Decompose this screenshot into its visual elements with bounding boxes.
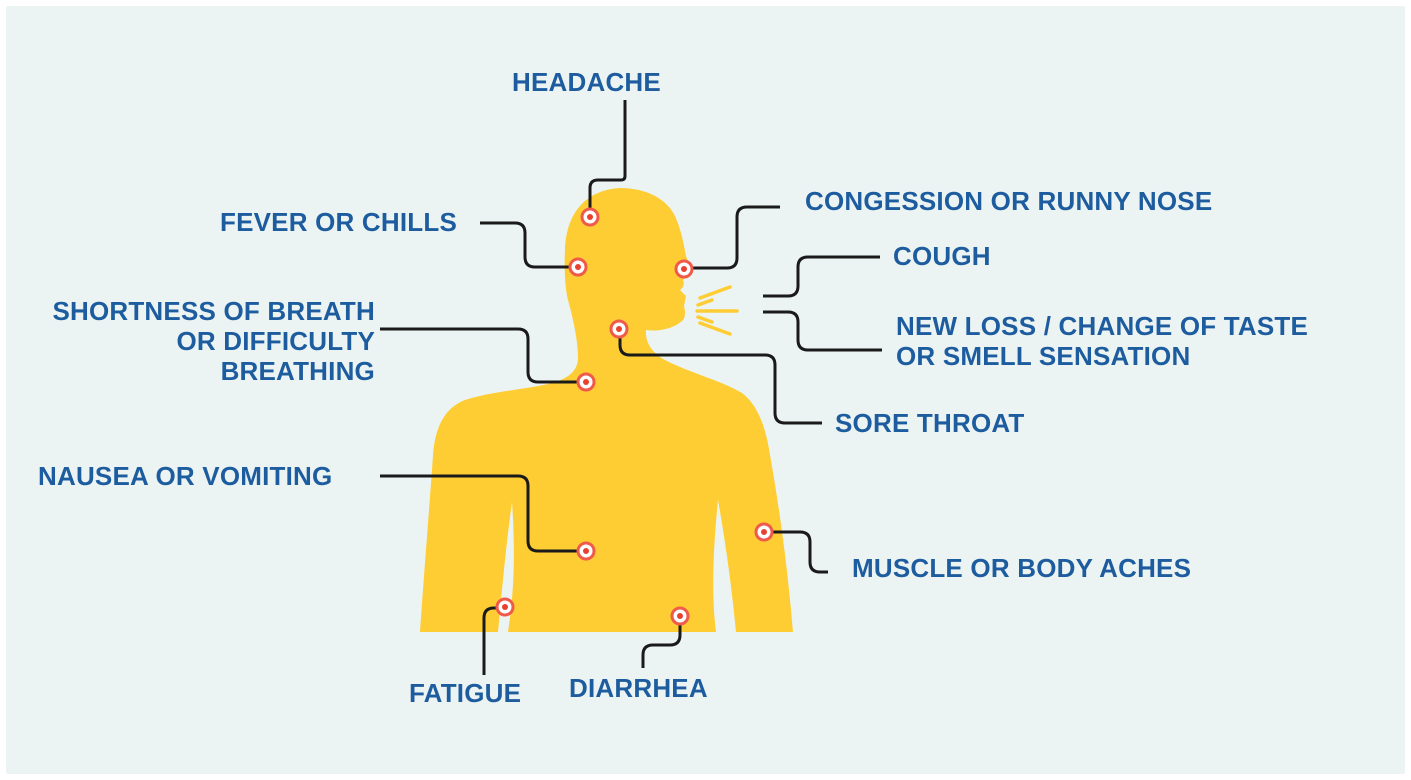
- red-target-dot-icon: [578, 374, 594, 390]
- label-sore-throat: SORE THROAT: [835, 408, 1025, 438]
- label-headache: HEADACHE: [512, 67, 661, 97]
- cough-rays-icon: [697, 287, 737, 334]
- label-congestion: CONGESSION OR RUNNY NOSE: [805, 186, 1212, 216]
- red-target-dot-icon: [497, 599, 513, 615]
- label-fatigue: FATIGUE: [409, 678, 521, 708]
- connector-taste-smell: [763, 312, 882, 350]
- red-target-dot-icon: [570, 259, 586, 275]
- red-target-dot-icon: [756, 524, 772, 540]
- label-fever: FEVER OR CHILLS: [220, 207, 457, 237]
- label-muscle-aches: MUSCLE OR BODY ACHES: [852, 553, 1191, 583]
- red-target-dot-icon: [676, 261, 692, 277]
- connector-cough: [763, 257, 880, 296]
- red-target-dot-icon: [611, 321, 627, 337]
- label-diarrhea: DIARRHEA: [569, 673, 708, 703]
- label-shortness-breath: SHORTNESS OF BREATH OR DIFFICULTY BREATH…: [32, 296, 375, 386]
- label-cough: COUGH: [893, 241, 991, 271]
- label-nausea: NAUSEA OR VOMITING: [38, 461, 332, 491]
- red-target-dot-icon: [582, 209, 598, 225]
- connector-breath: [380, 329, 580, 382]
- red-target-dot-icon: [578, 543, 594, 559]
- label-taste-smell: NEW LOSS / CHANGE OF TASTE OR SMELL SENS…: [896, 311, 1308, 371]
- connector-congestion: [690, 207, 780, 268]
- red-target-dot-icon: [672, 608, 688, 624]
- connector-fever: [480, 223, 572, 267]
